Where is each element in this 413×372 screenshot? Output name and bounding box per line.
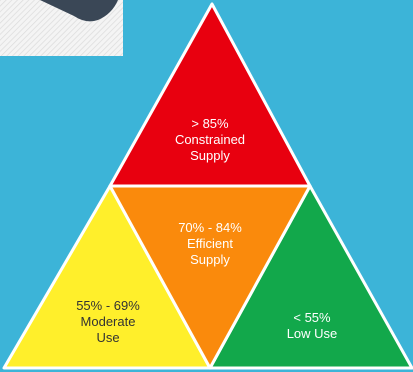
- right-segment-label: < 55% Low Use: [262, 310, 362, 342]
- left-segment-label: 55% - 69% Moderate Use: [58, 298, 158, 346]
- top-segment-range: > 85%: [191, 116, 229, 131]
- right-segment-range: < 55%: [293, 310, 331, 325]
- corner-photo: [0, 0, 123, 56]
- center-segment-line-2: Efficient: [186, 236, 233, 251]
- left-segment-line-2: Moderate: [80, 314, 136, 329]
- left-segment-line-3: Use: [96, 330, 120, 345]
- right-segment-line-2: Low Use: [286, 326, 338, 341]
- top-segment-line-2: Constrained: [174, 132, 246, 147]
- center-triangle: [108, 184, 312, 370]
- top-segment-label: > 85% Constrained Supply: [160, 116, 260, 164]
- center-segment-range: 70% - 84%: [178, 220, 242, 235]
- top-segment-line-3: Supply: [190, 148, 230, 163]
- center-segment-line-3: Supply: [190, 252, 230, 267]
- center-segment-label: 70% - 84% Efficient Supply: [160, 220, 260, 268]
- left-segment-range: 55% - 69%: [76, 298, 140, 313]
